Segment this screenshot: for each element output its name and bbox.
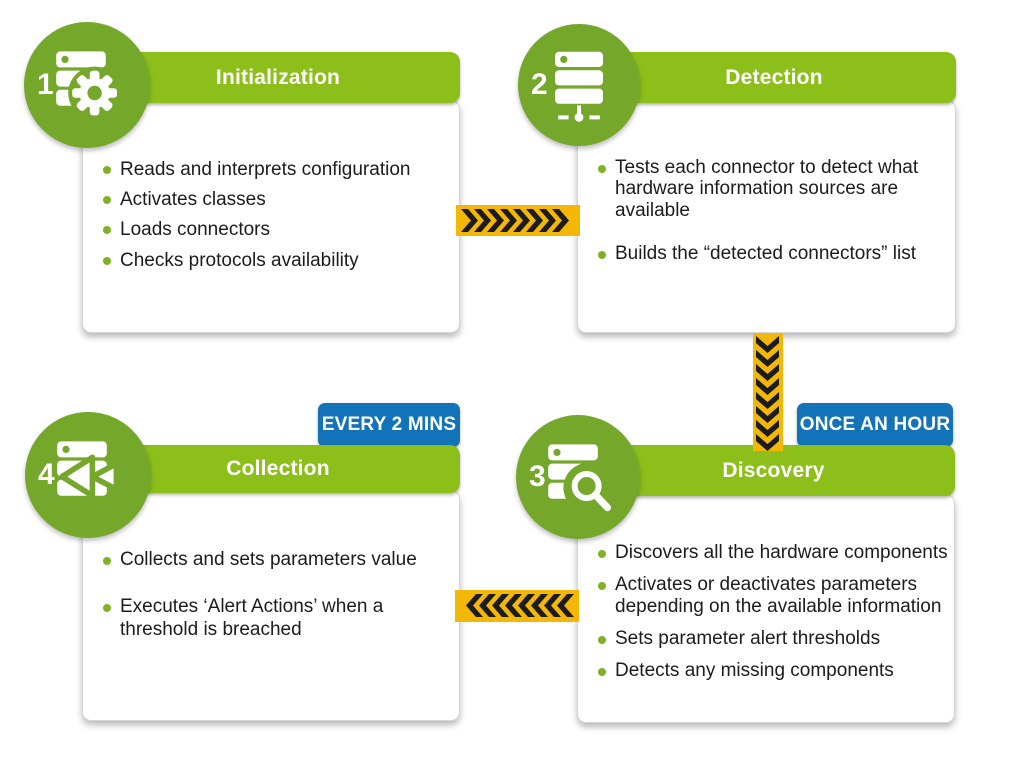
bullet-item: Executes ‘Alert Actions’ when a threshol… [103, 596, 420, 641]
step-4-card: Collects and sets parameters value Execu… [82, 490, 460, 721]
step-4-bullet-list: Collects and sets parameters value Execu… [83, 491, 459, 641]
step-3-title: Discovery [722, 458, 825, 482]
step-4-number: 4 [38, 458, 55, 491]
bullet-item: Loads connectors [103, 218, 451, 241]
schedule-badge-every-2-mins: EVERY 2 MINS [318, 403, 460, 447]
bullet-item: Sets parameter alert thresholds [598, 628, 950, 649]
bullet-item: Checks protocols availability [103, 249, 451, 272]
server-network-icon [555, 51, 603, 122]
step-3-card: Discovers all the hardware components Ac… [577, 494, 955, 723]
step-2-bullet-list: Tests each connector to detect what hard… [578, 101, 955, 264]
step-3-bullet-list: Discovers all the hardware components Ac… [578, 495, 954, 681]
flow-arrow-down-icon [753, 333, 783, 451]
bullet-item: Detects any missing components [598, 660, 950, 681]
step-1-bullet-list: Reads and interprets configuration Activ… [83, 101, 459, 272]
step-1-circle: 1 [24, 22, 150, 148]
step-1-number: 1 [37, 68, 54, 101]
server-camera-icon [57, 441, 120, 499]
schedule-badge-once-an-hour: ONCE AN HOUR [797, 403, 953, 447]
step-1-card: Reads and interprets configuration Activ… [82, 100, 460, 333]
step-2-card: Tests each connector to detect what hard… [577, 100, 956, 333]
bullet-item: Activates or deactivates parameters depe… [598, 574, 950, 617]
step-1-title: Initialization [215, 65, 341, 89]
bullet-item: Tests each connector to detect what hard… [598, 157, 951, 221]
step-4-title: Collection [226, 457, 330, 480]
bullet-item: Activates classes [103, 188, 451, 211]
step-2-number: 2 [531, 68, 548, 101]
bullet-item: Discovers all the hardware components [598, 542, 950, 563]
server-gear-icon [56, 51, 121, 120]
step-4-header-bar: Collection [96, 445, 460, 493]
badge-label: ONCE AN HOUR [799, 414, 951, 435]
step-2-title: Detection [725, 65, 823, 89]
flow-arrow-left-icon [455, 590, 579, 622]
bullet-item: Builds the “detected connectors” list [598, 243, 951, 264]
step-3-number: 3 [529, 460, 546, 493]
badge-label: EVERY 2 MINS [321, 414, 457, 435]
bullet-item: Reads and interprets configuration [103, 158, 451, 181]
step-2-circle: 2 [518, 24, 640, 146]
step-3-circle: 3 [516, 415, 640, 539]
bullet-item: Collects and sets parameters value [103, 549, 451, 571]
server-search-icon [548, 444, 613, 513]
step-4-circle: 4 [25, 412, 151, 538]
step-3-header-bar: Discovery [592, 445, 955, 496]
step-2-header-bar: Detection [592, 52, 956, 103]
flow-arrow-right-icon [456, 205, 580, 236]
step-1-header-bar: Initialization [96, 52, 460, 103]
